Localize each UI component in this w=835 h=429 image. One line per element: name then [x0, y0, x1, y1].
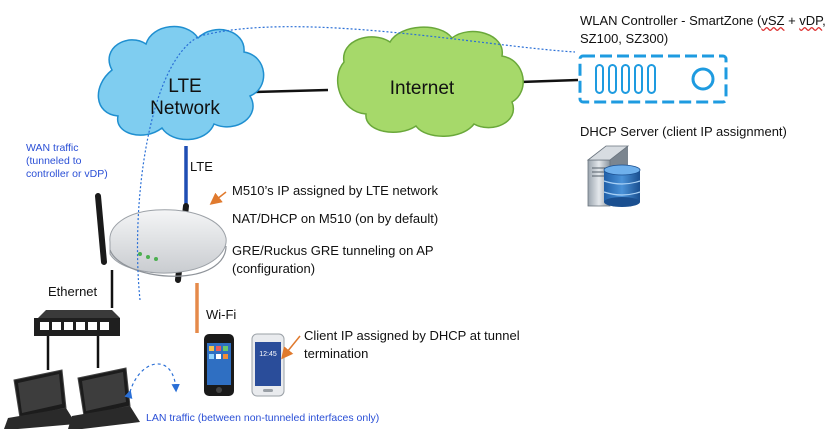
- controller-port-1: [595, 64, 604, 94]
- wan-traffic-line3: controller or vDP): [26, 168, 108, 180]
- wan-traffic-note: WAN traffic (tunneled to controller or v…: [26, 142, 108, 181]
- laptop-icon-left: [4, 369, 76, 429]
- client-ip-note-line2: termination: [304, 346, 369, 361]
- dhcp-server-label: DHCP Server (client IP assignment): [580, 124, 787, 139]
- dhcp-server-icon: [586, 145, 641, 207]
- ethernet-label: Ethernet: [48, 284, 98, 299]
- controller-port-4: [634, 64, 643, 94]
- phone-icon-left: [204, 334, 234, 396]
- controller-title: WLAN Controller - SmartZone (vSZ + vDP,: [580, 12, 826, 29]
- controller-title-part1: WLAN Controller - SmartZone (: [580, 13, 762, 28]
- client-ip-arrow: [281, 335, 301, 360]
- access-point-m510: [95, 193, 227, 283]
- gre-note-line2: (configuration): [232, 261, 316, 276]
- lte-network-cloud: [97, 25, 265, 141]
- ap-ip-arrow: [209, 191, 227, 205]
- lan-traffic-arrow: [124, 363, 180, 399]
- lte-link-label: LTE: [190, 159, 213, 174]
- phone-icon-right: 12:45: [251, 333, 285, 397]
- internet-cloud: [336, 26, 524, 137]
- controller-title-comma: ,: [822, 13, 826, 28]
- wan-traffic-line2: (tunneled to: [26, 155, 82, 167]
- controller-power-led: [691, 67, 715, 91]
- client-ip-note-line1: Client IP assigned by DHCP at tunnel: [304, 328, 520, 343]
- controller-port-2: [608, 64, 617, 94]
- lte-cloud-label-line1: LTE: [168, 76, 202, 97]
- controller-port-3: [621, 64, 630, 94]
- controller-device: [578, 54, 728, 104]
- controller-title-vsz: vSZ: [761, 13, 785, 28]
- internet-controller-link: [519, 78, 579, 84]
- laptop-icon-right: [68, 367, 140, 429]
- lte-cloud-label: LTE Network: [140, 76, 230, 120]
- controller-title-vdp: vDP: [799, 13, 823, 28]
- controller-port-5: [647, 64, 656, 94]
- wan-tunnel-path: [136, 26, 576, 301]
- ap-antenna-left: [95, 193, 107, 265]
- ethernet-switch-icon: [34, 310, 120, 336]
- lte-cloud-label-line2: Network: [150, 98, 220, 119]
- phone-clock-text: 12:45: [259, 351, 277, 358]
- internet-cloud-label: Internet: [389, 78, 455, 99]
- gre-note-line1: GRE/Ruckus GRE tunneling on AP: [232, 243, 434, 258]
- controller-title-line2: SZ100, SZ300): [580, 31, 669, 46]
- ap-ip-note: M510’s IP assigned by LTE network: [232, 183, 438, 198]
- lan-traffic-note: LAN traffic (between non-tunneled interf…: [146, 412, 380, 424]
- controller-title-plus: +: [784, 13, 800, 28]
- wifi-label: Wi-Fi: [206, 307, 237, 322]
- wan-traffic-line1: WAN traffic: [26, 142, 79, 154]
- lte-internet-link: [253, 88, 329, 94]
- nat-dhcp-note: NAT/DHCP on M510 (on by default): [232, 211, 439, 226]
